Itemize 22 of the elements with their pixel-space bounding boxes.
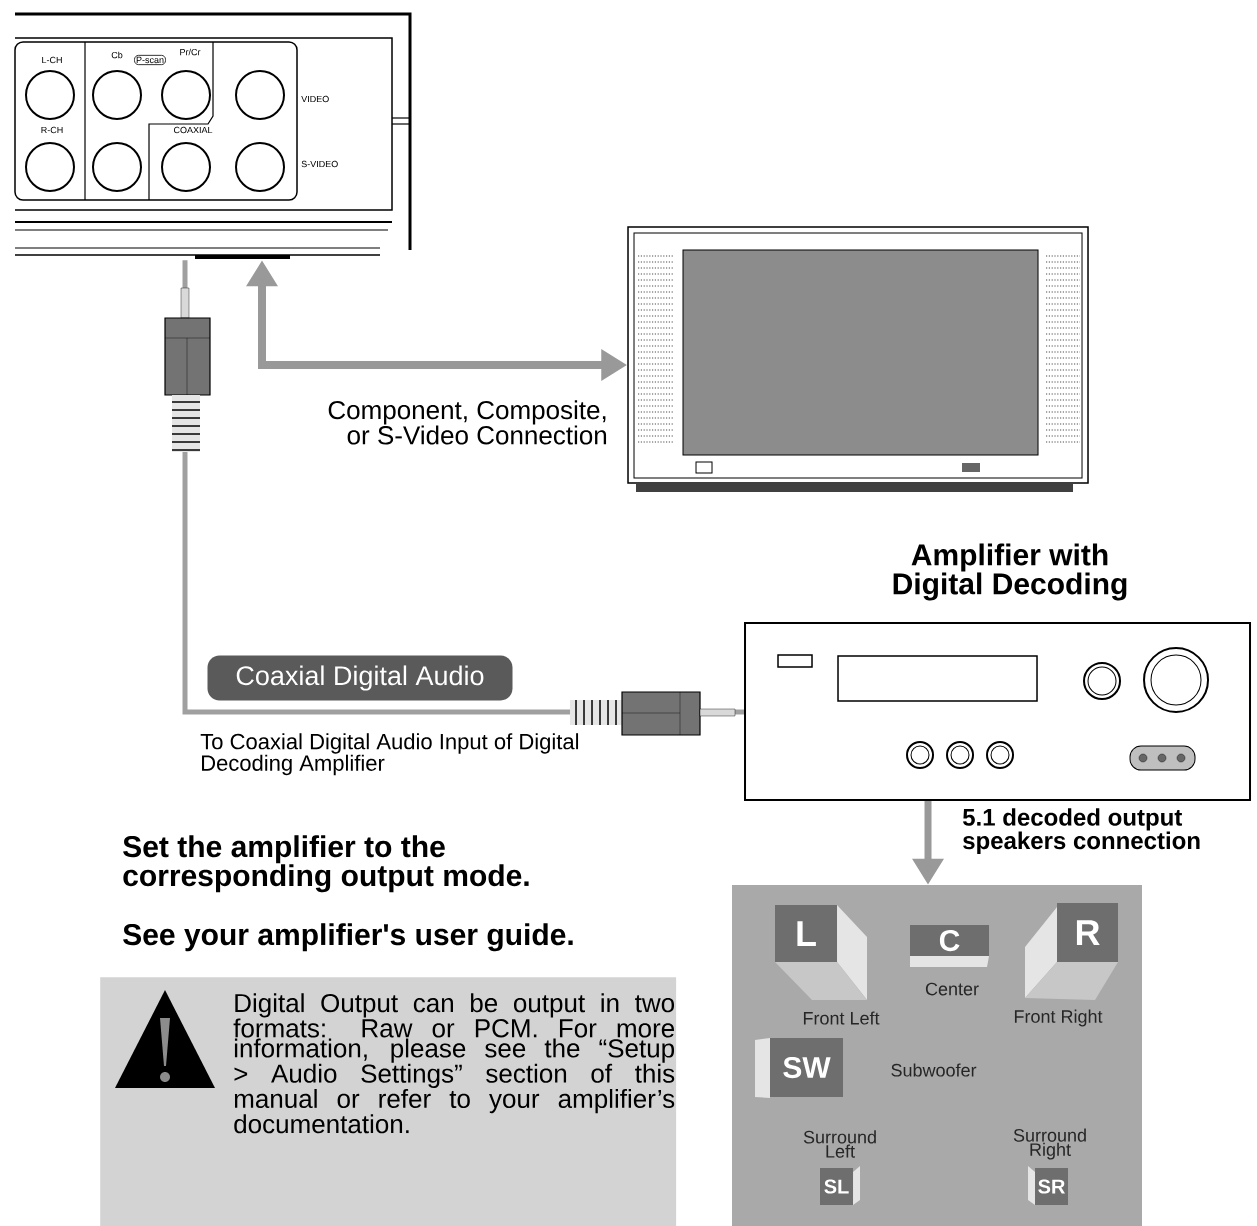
note-text: To Coaxial Digital Audio Input of Digital Decoding Amplifier [200, 733, 579, 776]
edge-label: Coaxial Digital Audio [207, 655, 513, 701]
speaker-label: Surround Right [1013, 1128, 1086, 1160]
device-heading: Amplifier with Digital Decoding [893, 543, 1127, 601]
note-text: Digital Output can be output in two formats: Raw or PCM. For more information, please see the “Setup > Audio Settings” section of this manual or refer to your amplifier’s documentation. [233, 993, 675, 1134]
jack-label: Cb [111, 51, 123, 59]
jack-label: VIDEO [301, 95, 329, 103]
instruction-text: Set the amplifier to the corresponding output mode. [123, 835, 529, 893]
tv-drawing [627, 226, 1089, 492]
jack-label: COAXIAL [173, 126, 213, 134]
speaker-label: Center [925, 982, 979, 996]
jack-label: S-VIDEO [301, 160, 338, 168]
edge-label: 5.1 decoded output speakers connection [962, 808, 1200, 854]
jack-label: Pr/Cr [180, 48, 201, 56]
speaker-label: Surround Left [803, 1130, 876, 1158]
edge-label: Component, Composite, or S-Video Connection [328, 400, 607, 445]
jack-label: R-CH [41, 126, 63, 134]
speaker-label: Subwoofer [891, 1063, 977, 1077]
speaker-label: Front Left [803, 1011, 880, 1025]
jack-label: P-scan [134, 54, 166, 66]
jack-label: L-CH [42, 56, 62, 64]
speaker-label: Front Right [1014, 1009, 1103, 1027]
